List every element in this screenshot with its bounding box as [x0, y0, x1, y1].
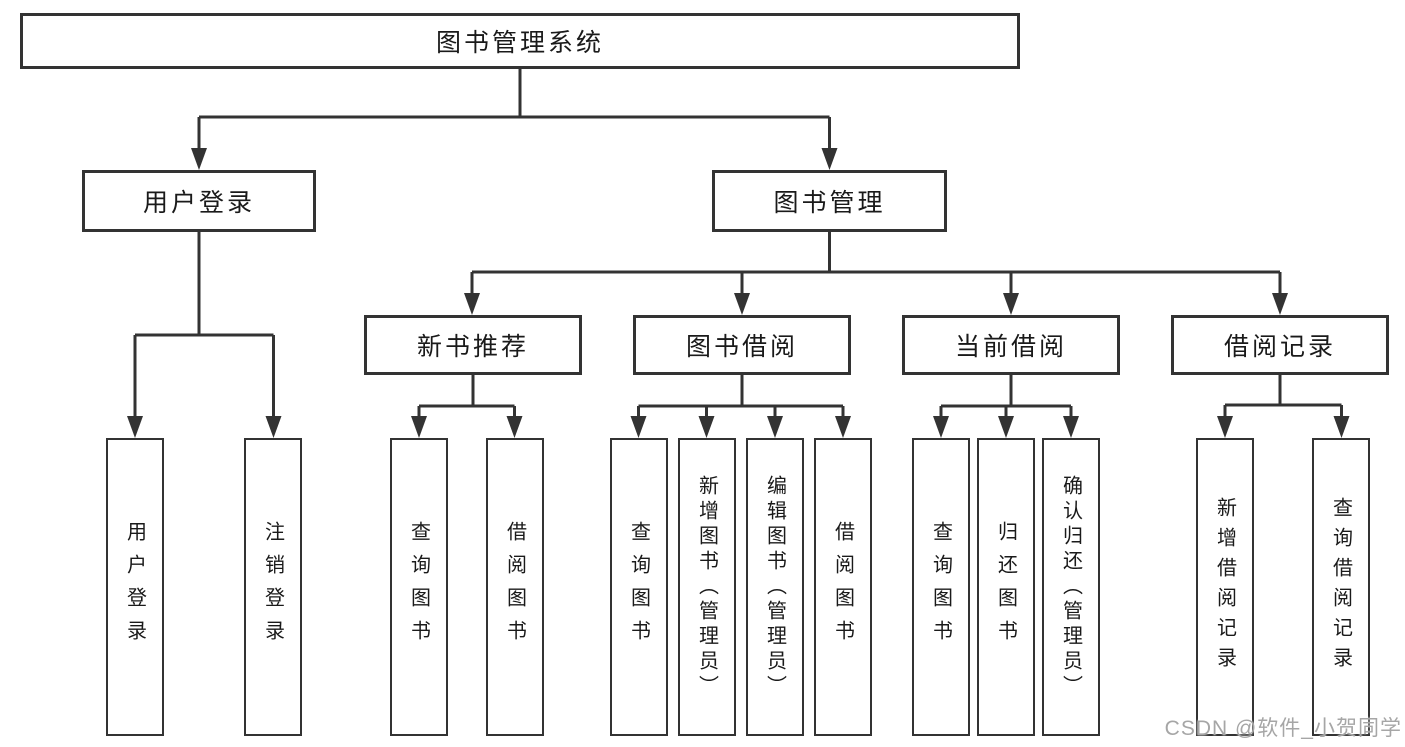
- node-new-book-recommend: 新书推荐: [364, 315, 582, 375]
- node-book-borrowing: 图书借阅: [633, 315, 851, 375]
- node-book-management: 图书管理: [712, 170, 947, 232]
- leaf-recommend-query-books: 查询图书: [390, 438, 448, 736]
- arrow-down-icon: [191, 148, 207, 170]
- arrow-down-icon: [1333, 416, 1350, 438]
- leaf-add-borrow-record: 新增借阅记录: [1196, 438, 1254, 736]
- leaf-return-book: 归还图书: [977, 438, 1035, 736]
- arrow-down-icon: [1063, 416, 1079, 438]
- arrow-down-icon: [630, 416, 647, 438]
- node-current-borrowing: 当前借阅: [902, 315, 1120, 375]
- connector-current-borrowing: [939, 375, 1073, 418]
- connector-new-book-recommend: [417, 375, 516, 418]
- arrow-down-icon: [1272, 293, 1288, 315]
- connector-user-login: [133, 231, 275, 418]
- arrow-down-icon: [127, 416, 143, 438]
- arrow-down-icon: [698, 416, 715, 438]
- node-root: 图书管理系统: [20, 13, 1020, 69]
- arrow-down-icon: [265, 416, 282, 438]
- arrow-down-icon: [411, 416, 427, 438]
- node-user-login: 用户登录: [82, 170, 316, 232]
- node-borrow-records: 借阅记录: [1171, 315, 1389, 375]
- arrowheads: [127, 148, 1350, 438]
- arrow-down-icon: [821, 148, 838, 170]
- arrow-down-icon: [933, 416, 949, 438]
- leaf-add-book-admin: 新增图书（管理员）: [678, 438, 736, 736]
- arrow-down-icon: [998, 416, 1014, 438]
- leaf-user-login: 用户登录: [106, 438, 164, 736]
- connector-book-management: [470, 231, 1282, 295]
- arrow-down-icon: [464, 293, 480, 315]
- connector-book-borrowing: [637, 375, 845, 418]
- connector-borrow-records: [1223, 375, 1343, 418]
- arrow-down-icon: [506, 416, 523, 438]
- arrow-down-icon: [1003, 293, 1019, 315]
- leaf-query-borrow-record: 查询借阅记录: [1312, 438, 1370, 736]
- arrow-down-icon: [734, 293, 750, 315]
- arrow-down-icon: [1217, 416, 1233, 438]
- leaf-current-query-books: 查询图书: [912, 438, 970, 736]
- csdn-watermark: CSDN @软件_小贺同学: [1164, 717, 1402, 740]
- leaf-confirm-return-admin: 确认归还（管理员）: [1042, 438, 1100, 736]
- arrow-down-icon: [835, 416, 851, 438]
- leaf-edit-book-admin: 编辑图书（管理员）: [746, 438, 804, 736]
- leaf-borrowing-query-books: 查询图书: [610, 438, 668, 736]
- leaf-borrowing-borrow-books: 借阅图书: [814, 438, 872, 736]
- arrow-down-icon: [767, 416, 783, 438]
- leaf-recommend-borrow-books: 借阅图书: [486, 438, 544, 736]
- leaf-logout: 注销登录: [244, 438, 302, 736]
- connector-root: [197, 69, 831, 150]
